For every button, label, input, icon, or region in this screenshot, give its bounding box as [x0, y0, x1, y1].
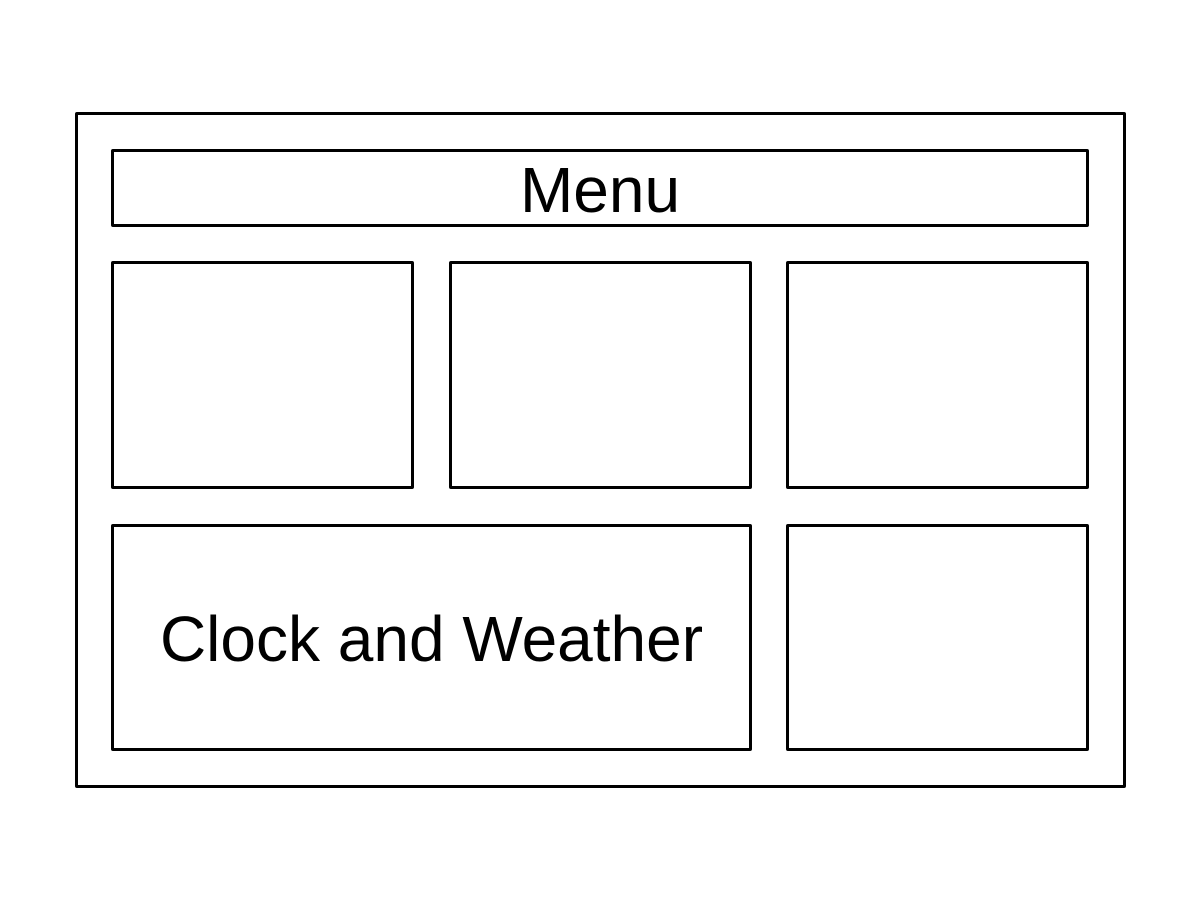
- widget-tile-bottom-right[interactable]: [786, 524, 1089, 751]
- screen-frame: [75, 112, 1126, 788]
- clock-weather-widget[interactable]: Clock and Weather: [111, 524, 752, 751]
- widget-tile-top-left[interactable]: [111, 261, 414, 489]
- menu-bar[interactable]: Menu: [111, 149, 1089, 227]
- widget-tile-top-center[interactable]: [449, 261, 752, 489]
- widget-tile-top-right[interactable]: [786, 261, 1089, 489]
- menu-label: Menu: [519, 154, 681, 226]
- clock-weather-label: Clock and Weather: [159, 602, 704, 675]
